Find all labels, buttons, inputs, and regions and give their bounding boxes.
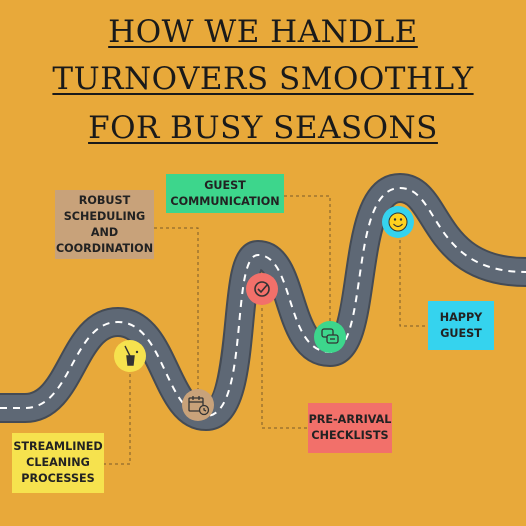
label-pre-arrival-checklists: PRE-ARRIVAL CHECKLISTS [308,403,392,453]
chat-bubbles-icon [321,328,339,344]
label-robust-scheduling: ROBUST SCHEDULING AND COORDINATION [55,190,154,259]
label-line: HAPPY [439,310,483,324]
label-line: SCHEDULING [63,209,146,223]
label-line: STREAMLINED [13,440,103,453]
calendar-clock-icon [188,396,210,416]
label-line: GUEST [204,178,246,192]
step-marker-communication [314,321,346,353]
connector-line-happy-guest [399,240,428,327]
label-line: GUEST [440,326,482,340]
connector-lines [104,195,428,465]
step-circle-scheduling [182,389,214,421]
step-marker-scheduling [182,389,214,421]
step-marker-checklists [246,273,278,305]
label-line: CLEANING [26,456,90,469]
connector-line-scheduling [154,227,199,400]
label-line: COMMUNICATION [170,194,280,208]
label-line: CHECKLISTS [311,429,389,442]
label-happy-guest: HAPPY GUEST [428,301,494,350]
step-circle-checklists [246,273,278,305]
lane-marking [0,186,526,418]
label-line: ROBUST [78,193,131,207]
label-line: COORDINATION [55,241,154,255]
step-marker-happy-guest [382,206,414,238]
connector-line-cleaning [104,368,131,465]
title-line-1: HOW WE HANDLE [108,14,418,50]
label-line: PRE-ARRIVAL [308,413,392,426]
label-line: PROCESSES [21,472,95,485]
broom-bucket-icon [124,345,139,366]
step-marker-cleaning [114,340,146,372]
label-line: AND [90,225,119,239]
title-line-2: TURNOVERS SMOOTHLY [52,61,474,97]
connector-line-checklists [261,296,308,429]
checkmark-circle-icon [254,281,270,297]
label-streamlined-cleaning: STREAMLINED CLEANING PROCESSES [12,433,104,493]
title-line-3: FOR BUSY SEASONS [88,110,438,146]
smiley-face-icon [388,212,408,232]
label-guest-communication: GUEST COMMUNICATION [166,174,284,213]
